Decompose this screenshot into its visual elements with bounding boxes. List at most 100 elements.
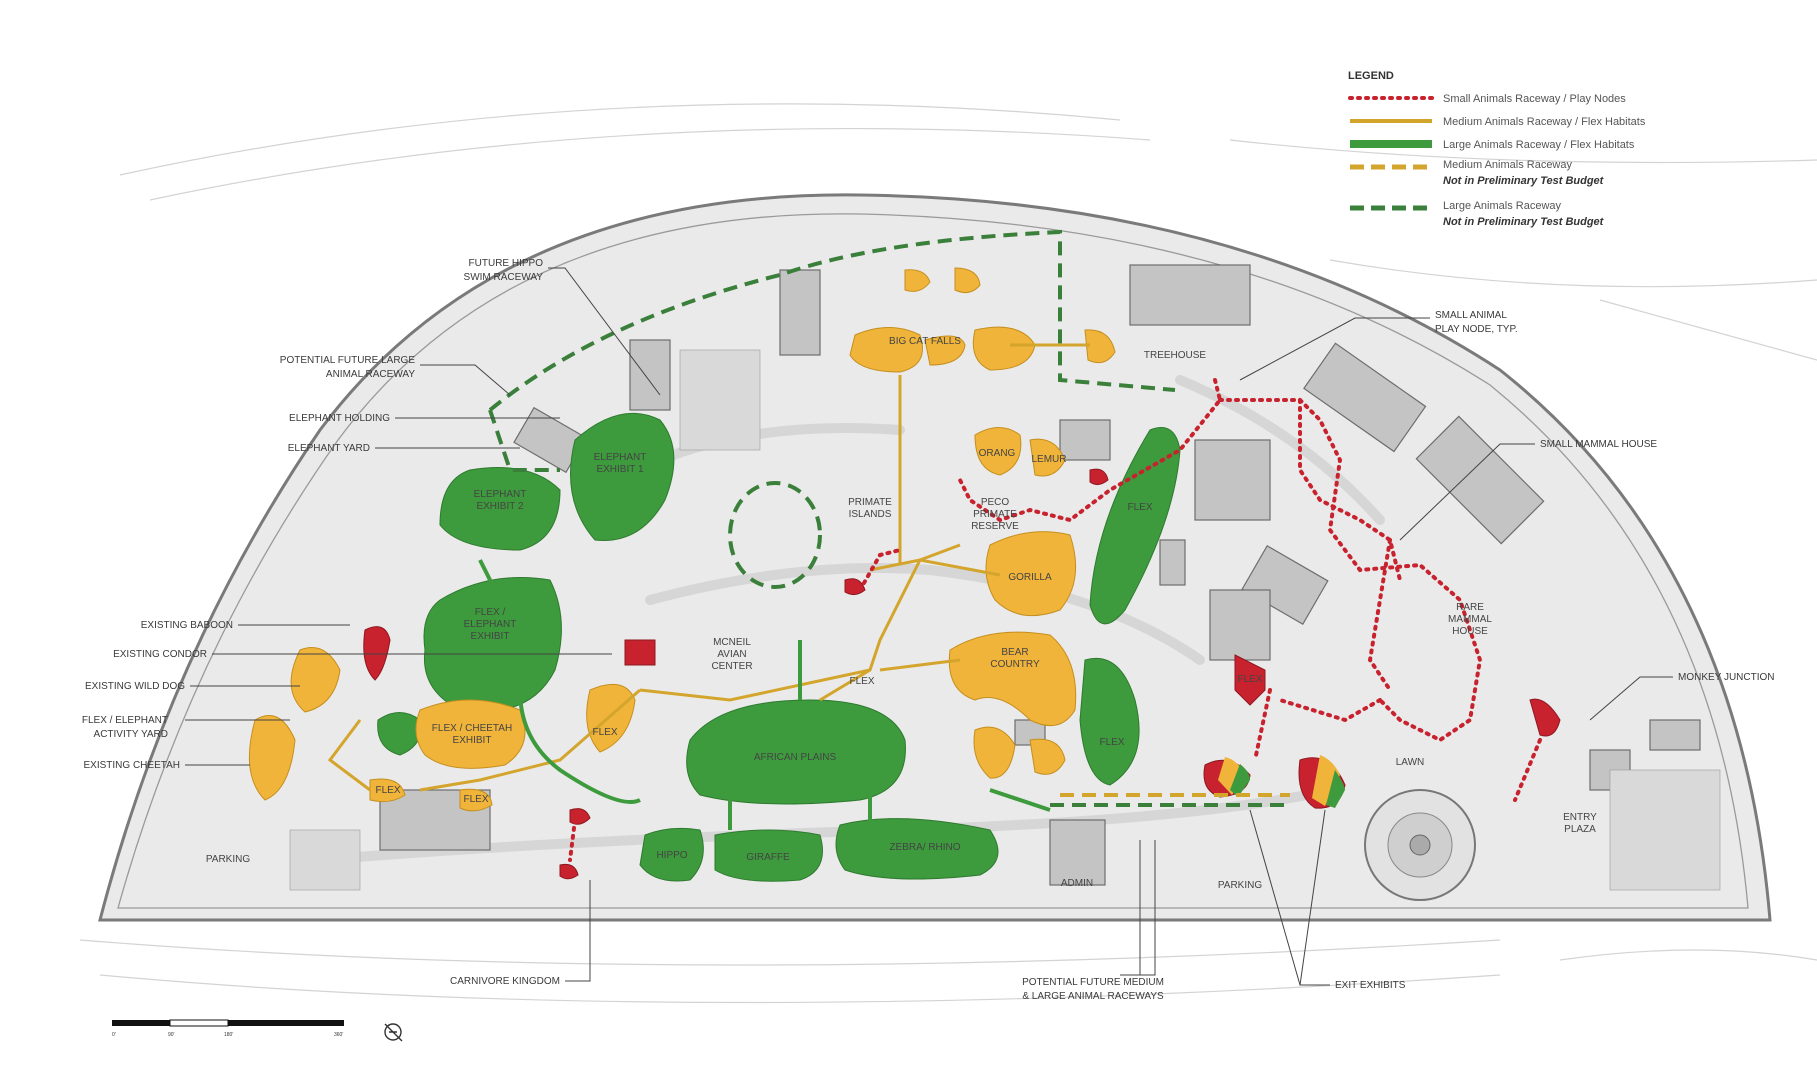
scale-bar: 0' 90' 180' 360' [112, 1019, 344, 1038]
big-cat-top-b [954, 267, 981, 294]
zone-label-entry-b: PLAZA [1564, 824, 1596, 835]
orang-exhibit [974, 427, 1022, 476]
elephant-exhibit-2 [439, 467, 561, 551]
small-raceways [568, 378, 1542, 862]
zone-label-mcneil-a: MCNEIL [713, 637, 751, 648]
zone-label-rare-b: MAMMAL [1448, 614, 1492, 625]
existing-condor [624, 639, 656, 666]
flex-node-primary [1234, 654, 1266, 706]
hippo-exhibit [639, 827, 704, 882]
zone-label-primate-b: ISLANDS [849, 509, 892, 520]
peco-node [1089, 468, 1109, 486]
entry-circle [1364, 789, 1476, 901]
callout-existing-baboon: EXISTING BABOON [141, 620, 233, 631]
legend-note-large-future: Not in Preliminary Test Budget [1443, 216, 1605, 228]
callout-elephant-holding: ELEPHANT HOLDING [289, 413, 390, 424]
zone-label-elephant-1a: ELEPHANT [594, 452, 647, 463]
zone-label-rare-a: RARE [1456, 602, 1484, 613]
context-lines [79, 103, 1817, 1004]
zone-label-admin: ADMIN [1061, 878, 1093, 889]
callout-small-animal-play-1: SMALL ANIMAL [1435, 310, 1507, 321]
zone-label-flex-lower: FLEX [1099, 737, 1124, 748]
callout-small-mammal-house: SMALL MAMMAL HOUSE [1540, 439, 1657, 450]
zone-label-african-plains: AFRICAN PLAINS [754, 752, 837, 763]
callout-elephant-yard: ELEPHANT YARD [288, 443, 370, 454]
lemur-exhibit [1029, 438, 1066, 477]
zone-label-flex-raceway: FLEX [849, 676, 874, 687]
zone-label-flex-eleph-b: ELEPHANT [464, 619, 517, 630]
african-plains [686, 699, 906, 805]
zone-label-flex-b: FLEX [375, 785, 400, 796]
bear-lower-left [973, 726, 1016, 779]
exit-stripes [1218, 755, 1345, 808]
elephant-exhibit-1 [570, 412, 675, 541]
north-arrow-icon [384, 1023, 403, 1042]
callout-potential-large-1: POTENTIAL FUTURE LARGE [280, 355, 416, 366]
zone-label-parking-right: PARKING [1218, 880, 1262, 891]
flex-exhibit-tall [1089, 427, 1181, 625]
carnivore-node-b [559, 864, 579, 880]
zone-label-lemur: LEMUR [1031, 454, 1066, 465]
callout-exit-exhibits: EXIT EXHIBITS [1335, 980, 1406, 991]
scale-tick-360: 360' [334, 1032, 343, 1038]
gorilla-exhibit [985, 531, 1077, 617]
large-raceways [478, 559, 1051, 830]
bear-lower-right [1029, 738, 1066, 775]
existing-cheetah-yard [248, 715, 296, 801]
callout-leaders [185, 267, 1673, 986]
zone-label-hippo: HIPPO [656, 850, 687, 861]
flex-carnivore-c [459, 788, 493, 812]
scale-tick-180: 180' [224, 1032, 233, 1038]
zone-label-flex-cheetah-b: EXHIBIT [453, 735, 492, 746]
buildings [379, 264, 1701, 886]
flex-elephant-exhibit [423, 577, 562, 713]
zone-label-flex-cheetah-a: FLEX / CHEETAH [432, 723, 512, 734]
legend-label-small: Small Animals Raceway / Play Nodes [1443, 93, 1626, 105]
callouts: FUTURE HIPPO SWIM RACEWAY POTENTIAL FUTU… [82, 258, 1164, 1002]
legend-label-large: Large Animals Raceway / Flex Habitats [1443, 139, 1635, 151]
big-cat-falls-right [972, 326, 1036, 371]
future-large-raceways [488, 229, 1290, 807]
callout-monkey-junction: MONKEY JUNCTION [1678, 672, 1775, 683]
zone-labels: BIG CAT FALLS ELEPHANT EXHIBIT 1 ELEPHAN… [206, 336, 1597, 891]
flex-carnivore-a [586, 683, 636, 753]
flex-cheetah-exhibit [415, 699, 526, 769]
callout-existing-wild-dog: EXISTING WILD DOG [85, 681, 185, 692]
callout-existing-condor: EXISTING CONDOR [113, 649, 207, 660]
callout-future-hippo-2: SWIM RACEWAY [464, 272, 544, 283]
medium-habitats [248, 267, 1116, 812]
monkey-junction-node [1529, 698, 1561, 737]
callout-potential-medium-large-2: & LARGE ANIMAL RACEWAYS [1022, 991, 1164, 1002]
zone-label-lawn: LAWN [1396, 757, 1425, 768]
callout-existing-cheetah: EXISTING CHEETAH [84, 760, 181, 771]
large-habitats [377, 412, 1181, 882]
legend-label-large-future: Large Animals Raceway [1443, 200, 1562, 212]
zone-label-peco-c: RESERVE [971, 521, 1019, 532]
zone-label-elephant-1b: EXHIBIT 1 [596, 464, 643, 475]
flex-exhibit-lower [1079, 658, 1140, 786]
scale-tick-0: 0' [112, 1032, 116, 1038]
zone-label-orang: ORANG [979, 448, 1016, 459]
zone-label-primate-a: PRIMATE [848, 497, 892, 508]
zone-label-elephant-2b: EXHIBIT 2 [476, 501, 523, 512]
zone-label-flex-eleph-c: EXHIBIT [471, 631, 510, 642]
site-boundary [98, 193, 1772, 922]
callout-flex-elephant-yard-1: FLEX / ELEPHANT [82, 715, 168, 726]
callout-flex-elephant-yard-2: ACTIVITY YARD [94, 729, 168, 740]
legend-title: LEGEND [1348, 70, 1394, 82]
zone-label-flex-carnivore: FLEX [592, 727, 617, 738]
big-cat-falls-mid [924, 335, 966, 366]
zone-label-giraffe: GIRAFFE [746, 852, 790, 863]
callout-carnivore-kingdom: CARNIVORE KINGDOM [450, 976, 560, 987]
zone-label-elephant-2a: ELEPHANT [474, 489, 527, 500]
giraffe-exhibit [714, 829, 823, 882]
callout-future-hippo-1: FUTURE HIPPO [469, 258, 544, 269]
zone-label-mcneil-c: CENTER [711, 661, 752, 672]
existing-baboon [363, 626, 391, 681]
zebra-rhino-exhibit [835, 818, 999, 880]
zone-label-mcneil-b: AVIAN [717, 649, 746, 660]
callout-potential-medium-large-1: POTENTIAL FUTURE MEDIUM [1022, 977, 1164, 988]
zone-label-flex-eleph-a: FLEX / [475, 607, 506, 618]
flex-yard-top [1084, 329, 1116, 364]
